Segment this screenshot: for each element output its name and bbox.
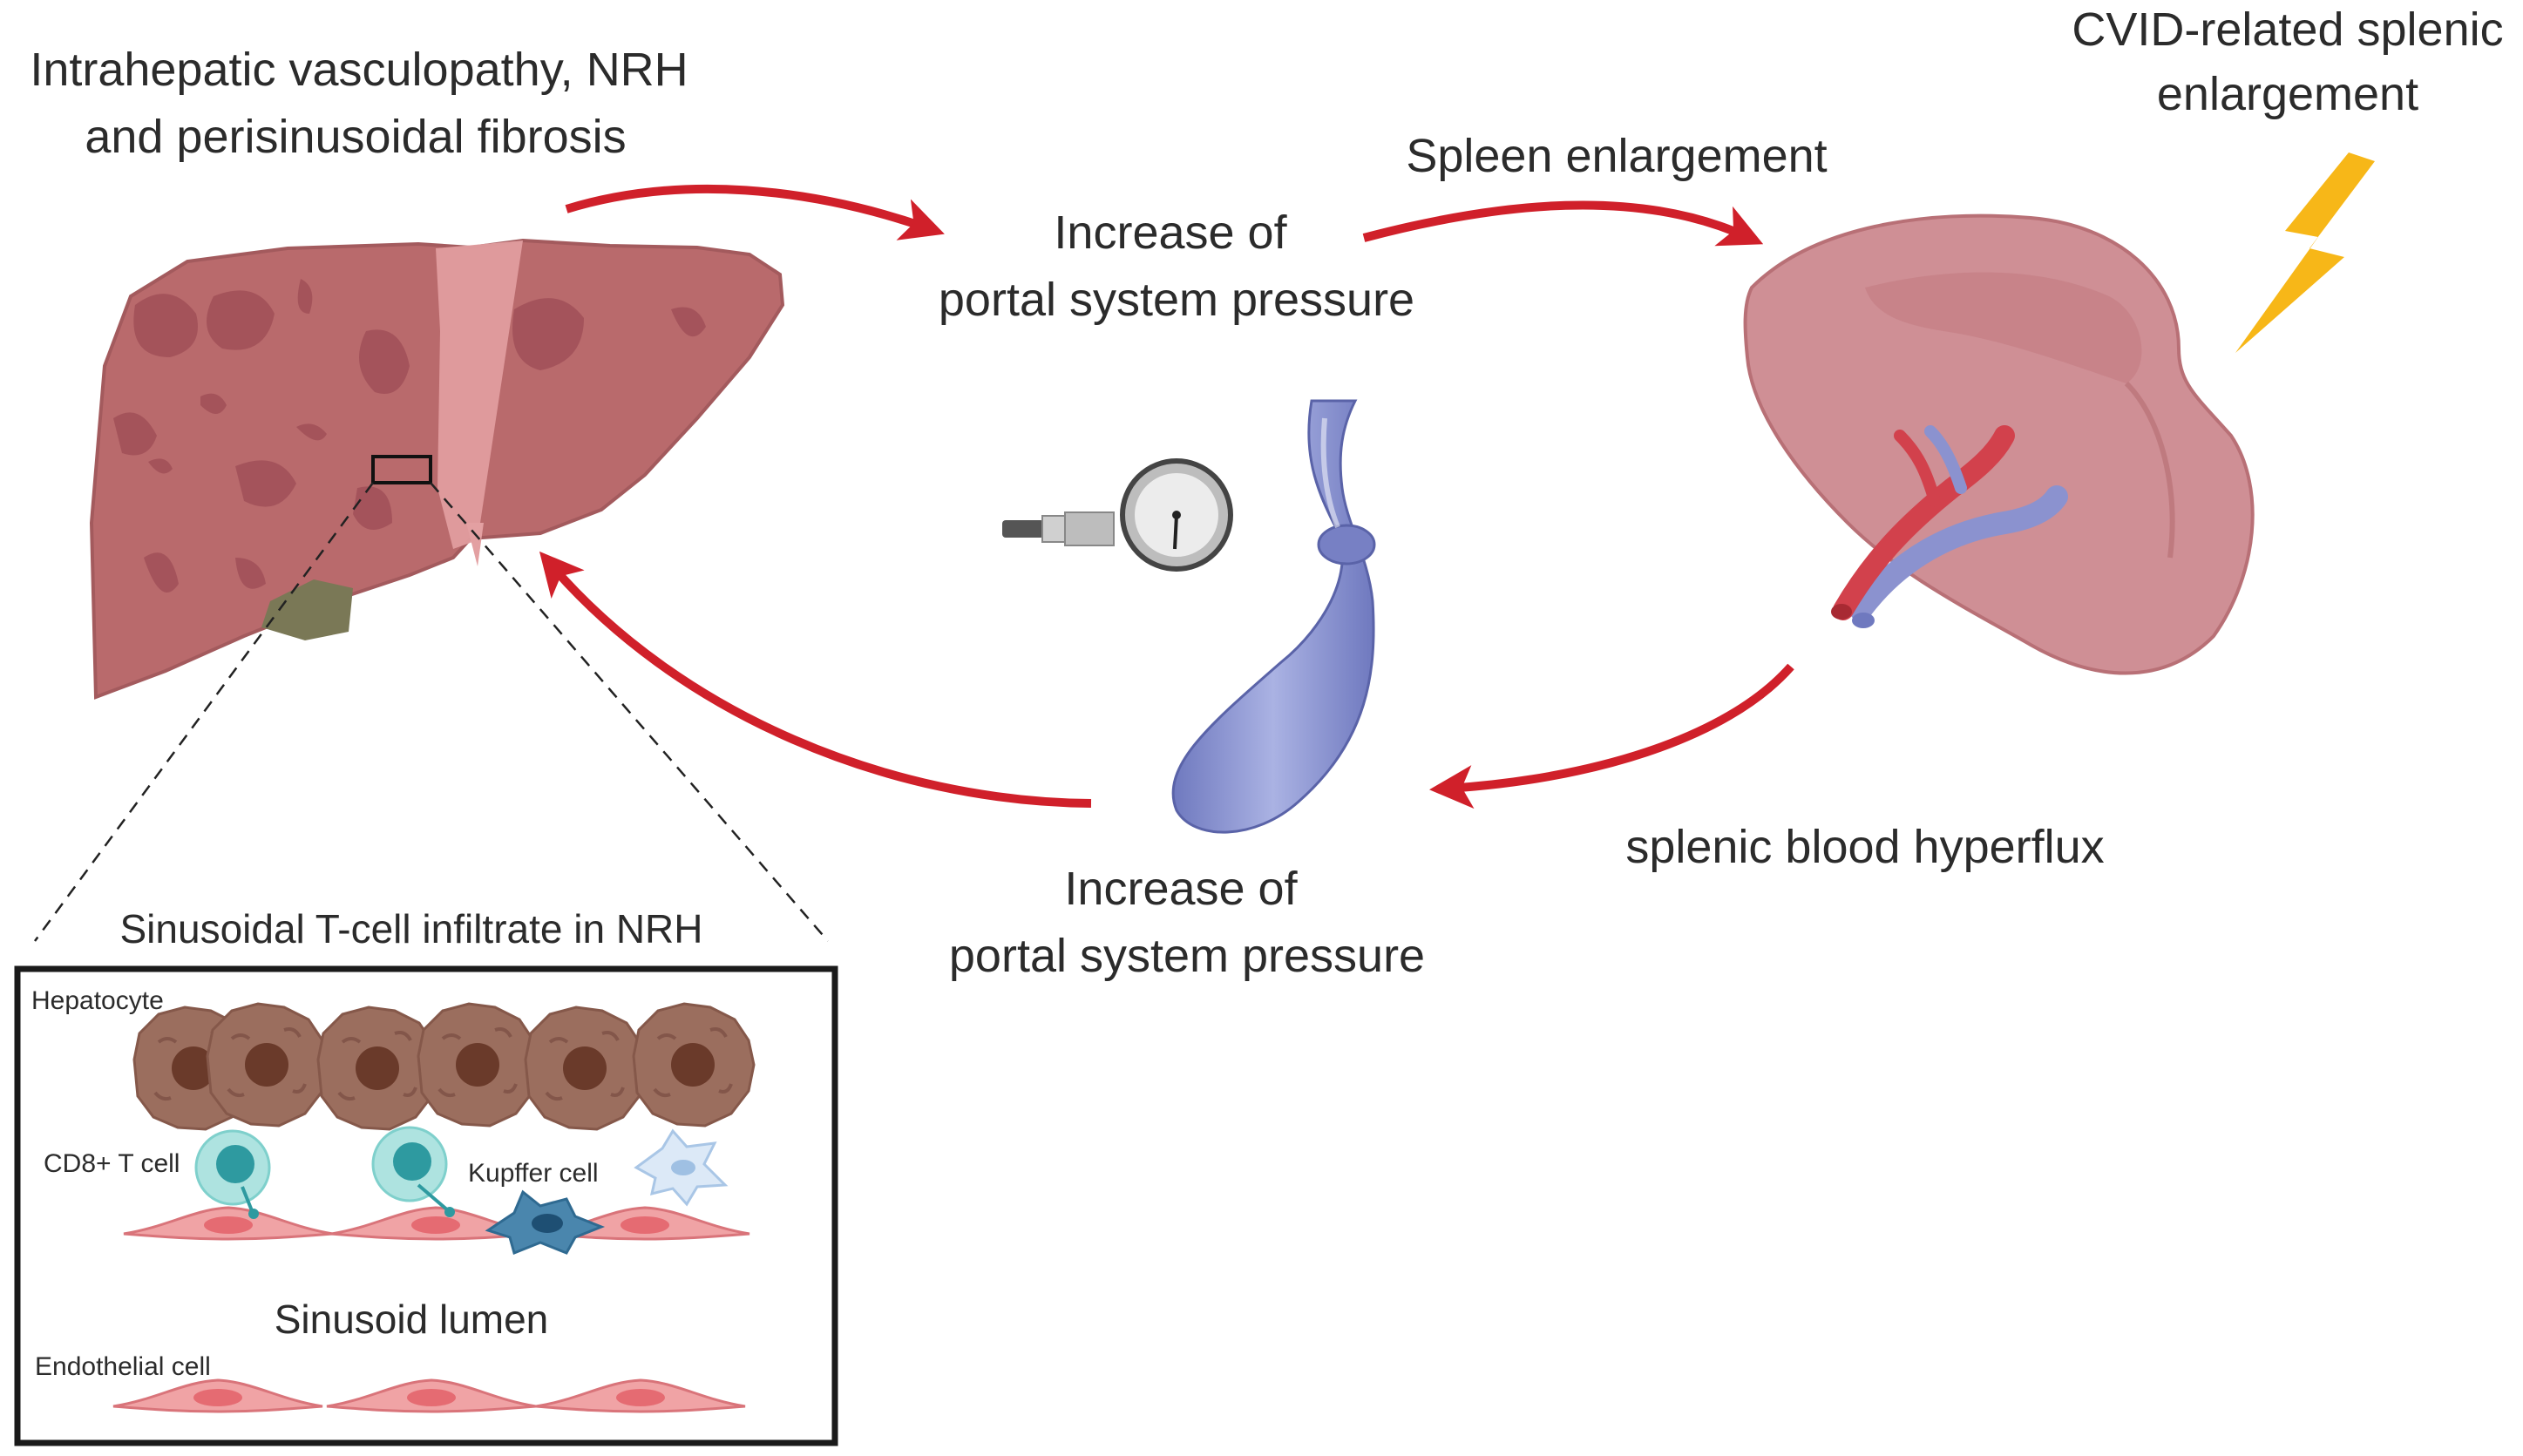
cd8-t-cell-1 bbox=[194, 1129, 271, 1219]
hepatocyte-label: Hepatocyte bbox=[31, 986, 164, 1015]
lightning-icon bbox=[2235, 152, 2375, 353]
arrow-pressure-to-spleen bbox=[1362, 200, 1764, 247]
zoom-line-left bbox=[33, 482, 375, 942]
arrow-liver-to-pressure bbox=[565, 184, 945, 240]
arrow-pressure-to-liver bbox=[539, 551, 1092, 808]
splenic-hyperflux-label: splenic blood hyperflux bbox=[1625, 821, 2104, 873]
spleen-icon bbox=[1743, 213, 2255, 675]
cvid-label-line2: enlargement bbox=[2157, 68, 2418, 120]
arrow-spleen-to-pressure bbox=[1429, 663, 1794, 809]
zoom-line-right bbox=[430, 482, 829, 942]
inset-title: Sinusoidal T-cell infiltrate in NRH bbox=[120, 906, 703, 951]
pressure-bottom-label-line1: Increase of bbox=[1064, 863, 1298, 915]
sinusoid-lumen-label: Sinusoid lumen bbox=[275, 1297, 549, 1342]
hepatocyte-row bbox=[132, 1002, 756, 1131]
pressure-top-label-line2: portal system pressure bbox=[939, 274, 1414, 326]
liver-icon bbox=[89, 238, 785, 700]
pressure-gauge-icon bbox=[1002, 458, 1233, 572]
endothelial-label: Endothelial cell bbox=[35, 1352, 211, 1381]
cd8-t-cell-2 bbox=[371, 1126, 455, 1217]
portal-vein-icon bbox=[1171, 399, 1376, 834]
intrahepatic-label-line2: and perisinusoidal fibrosis bbox=[85, 111, 626, 163]
kupffer-cell bbox=[485, 1189, 606, 1256]
kupffer-label: Kupffer cell bbox=[468, 1159, 599, 1188]
cd8-label: CD8+ T cell bbox=[44, 1149, 180, 1178]
spleen-enlargement-label: Spleen enlargement bbox=[1406, 130, 1827, 182]
cvid-label-line1: CVID-related splenic bbox=[2072, 3, 2503, 56]
pressure-top-label-line1: Increase of bbox=[1054, 207, 1287, 259]
kupffer-cell-pale bbox=[634, 1128, 729, 1207]
endothelial-row-top bbox=[122, 1206, 751, 1241]
intrahepatic-label-line1: Intrahepatic vasculopathy, NRH bbox=[30, 44, 688, 96]
endothelial-row-bottom bbox=[112, 1378, 747, 1413]
pressure-bottom-label-line2: portal system pressure bbox=[949, 930, 1425, 982]
